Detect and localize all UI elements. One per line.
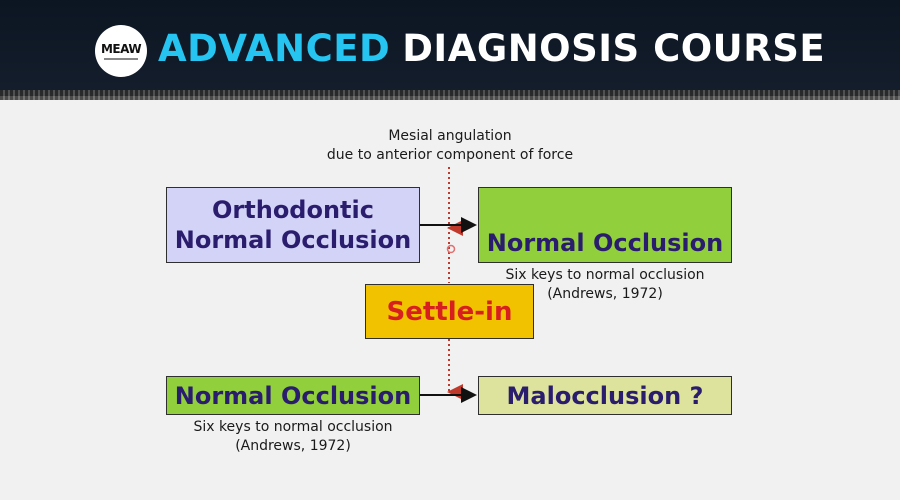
malocclusion-box: Malocclusion ? — [478, 376, 732, 415]
force-caption-line2: due to anterior component of force — [326, 147, 574, 163]
ortho-box-line1: Orthodontic — [212, 196, 374, 224]
normal-bottom-caption: Six keys to normal occlusion (Andrews, 1… — [143, 418, 443, 456]
settle-in-label: Settle-in — [386, 296, 513, 327]
normal-bottom-label: Normal Occlusion — [174, 381, 412, 410]
course-title-accent: ADVANCED — [158, 26, 391, 70]
course-title: ADVANCED DIAGNOSIS COURSE — [158, 20, 825, 76]
malocclusion-label: Malocclusion ? — [506, 381, 704, 410]
normal-occlusion-top-box: Normal Occlusion — [478, 187, 732, 263]
normal-top-label: Normal Occlusion — [486, 229, 724, 257]
normal-occlusion-bottom-box: Normal Occlusion — [166, 376, 420, 415]
force-caption: Mesial angulation due to anterior compon… — [300, 127, 600, 165]
banner-strip — [0, 90, 900, 100]
force-dot — [446, 244, 456, 254]
normal-top-caption-line2: (Andrews, 1972) — [547, 286, 663, 302]
logo-underline — [104, 58, 138, 60]
normal-top-caption-line1: Six keys to normal occlusion — [505, 267, 705, 283]
ortho-box-line2: Normal Occlusion — [174, 226, 412, 254]
meaw-logo: MEAW — [95, 25, 147, 77]
normal-top-caption: Six keys to normal occlusion (Andrews, 1… — [455, 266, 755, 304]
normal-bottom-caption-line2: (Andrews, 1972) — [235, 438, 351, 454]
force-caption-line1: Mesial angulation — [388, 128, 512, 144]
header-banner: MEAW ADVANCED DIAGNOSIS COURSE — [0, 0, 900, 96]
course-title-rest: DIAGNOSIS COURSE — [402, 26, 826, 70]
logo-text: MEAW — [100, 42, 142, 56]
orthodontic-normal-occlusion-box: Orthodontic Normal Occlusion — [166, 187, 420, 263]
normal-bottom-caption-line1: Six keys to normal occlusion — [193, 419, 393, 435]
settle-in-box: Settle-in — [365, 284, 534, 339]
